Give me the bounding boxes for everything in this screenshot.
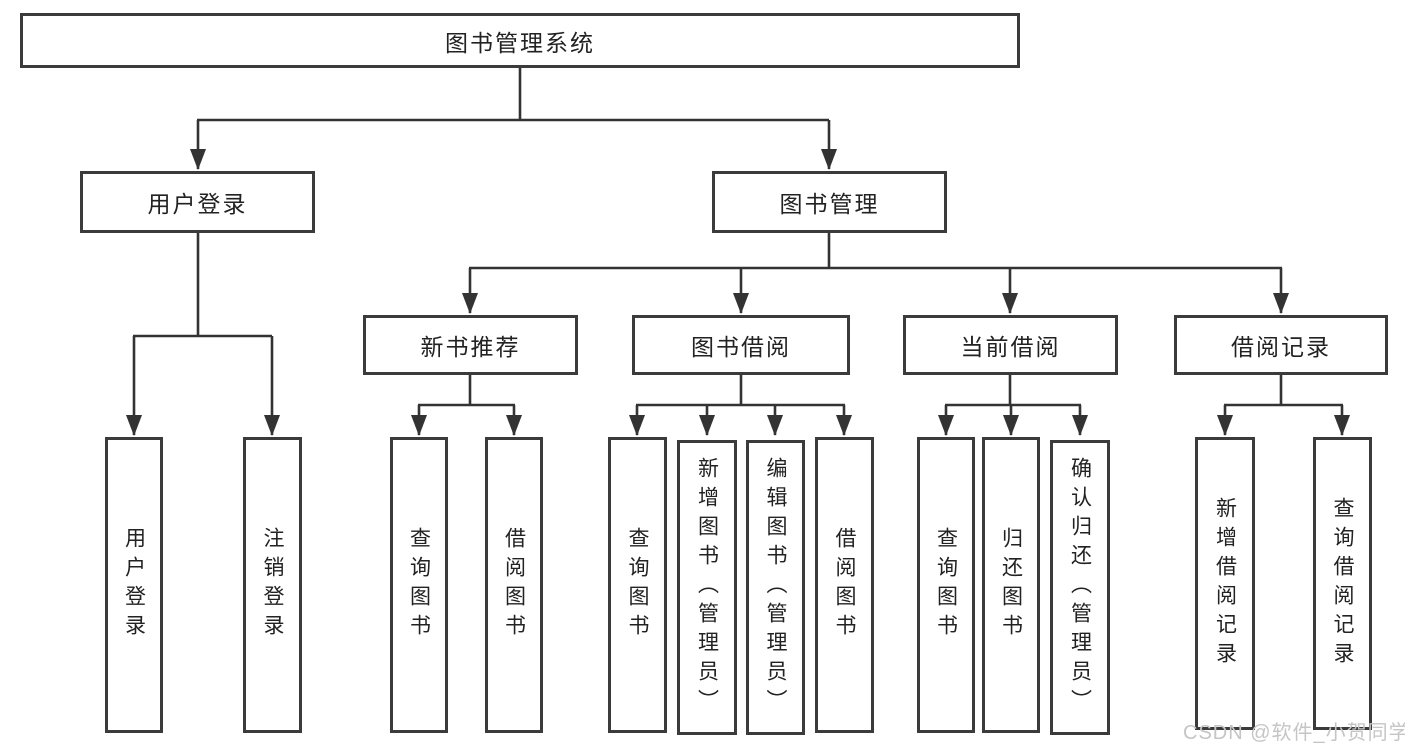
node-leaf-borrow-add-admin-label: 新增图书（管理员） [695, 457, 719, 718]
node-group-current-borrow: 当前借阅 [903, 315, 1118, 375]
node-leaf-borrow-edit-admin: 编辑图书（管理员） [746, 440, 805, 735]
node-leaf-borrow-book: 借阅图书 [815, 437, 874, 733]
node-leaf-newbook-borrow: 借阅图书 [485, 437, 543, 733]
node-leaf-record-query: 查询借阅记录 [1313, 437, 1372, 730]
node-branch-book-manage: 图书管理 [712, 171, 947, 233]
node-leaf-logout: 注销登录 [243, 437, 302, 733]
node-group-new-book-label: 新书推荐 [420, 334, 521, 360]
node-leaf-confirm-return-admin: 确认归还（管理员） [1050, 440, 1110, 735]
node-group-borrow-record-label: 借阅记录 [1231, 334, 1331, 360]
node-leaf-record-query-label: 查询借阅记录 [1331, 496, 1354, 671]
node-leaf-newbook-query-label: 查询图书 [407, 527, 431, 643]
node-leaf-newbook-query: 查询图书 [390, 437, 448, 733]
node-leaf-borrow-query: 查询图书 [608, 437, 667, 733]
node-leaf-logout-label: 注销登录 [261, 527, 284, 643]
node-leaf-borrow-query-label: 查询图书 [626, 527, 649, 643]
node-group-book-borrow-label: 图书借阅 [691, 334, 791, 360]
node-leaf-return-book-label: 归还图书 [999, 527, 1023, 643]
node-leaf-return-book: 归还图书 [982, 437, 1040, 733]
node-leaf-user-login: 用户登录 [105, 437, 163, 733]
node-branch-user-login-label: 用户登录 [147, 191, 248, 217]
csdn-watermark: CSDN @软件_小贺同学 [1183, 722, 1405, 744]
node-leaf-record-add-label: 新增借阅记录 [1213, 496, 1237, 671]
node-leaf-record-add: 新增借阅记录 [1195, 437, 1255, 730]
node-leaf-borrow-add-admin: 新增图书（管理员） [677, 440, 737, 735]
node-branch-user-login: 用户登录 [80, 171, 315, 233]
node-leaf-borrow-edit-admin-label: 编辑图书（管理员） [764, 457, 787, 718]
node-leaf-borrow-book-label: 借阅图书 [833, 527, 856, 643]
node-branch-book-manage-label: 图书管理 [779, 191, 880, 217]
node-group-current-borrow-label: 当前借阅 [960, 334, 1061, 360]
node-leaf-confirm-return-admin-label: 确认归还（管理员） [1068, 457, 1092, 718]
node-leaf-newbook-borrow-label: 借阅图书 [502, 527, 526, 643]
node-leaf-user-login-label: 用户登录 [122, 527, 146, 643]
node-group-book-borrow: 图书借阅 [632, 315, 850, 375]
node-group-new-book: 新书推荐 [363, 315, 578, 375]
node-leaf-current-query-label: 查询图书 [934, 527, 958, 643]
node-root: 图书管理系统 [20, 13, 1020, 68]
node-leaf-current-query: 查询图书 [917, 437, 975, 733]
node-root-label: 图书管理系统 [445, 29, 595, 56]
node-group-borrow-record: 借阅记录 [1174, 315, 1388, 375]
